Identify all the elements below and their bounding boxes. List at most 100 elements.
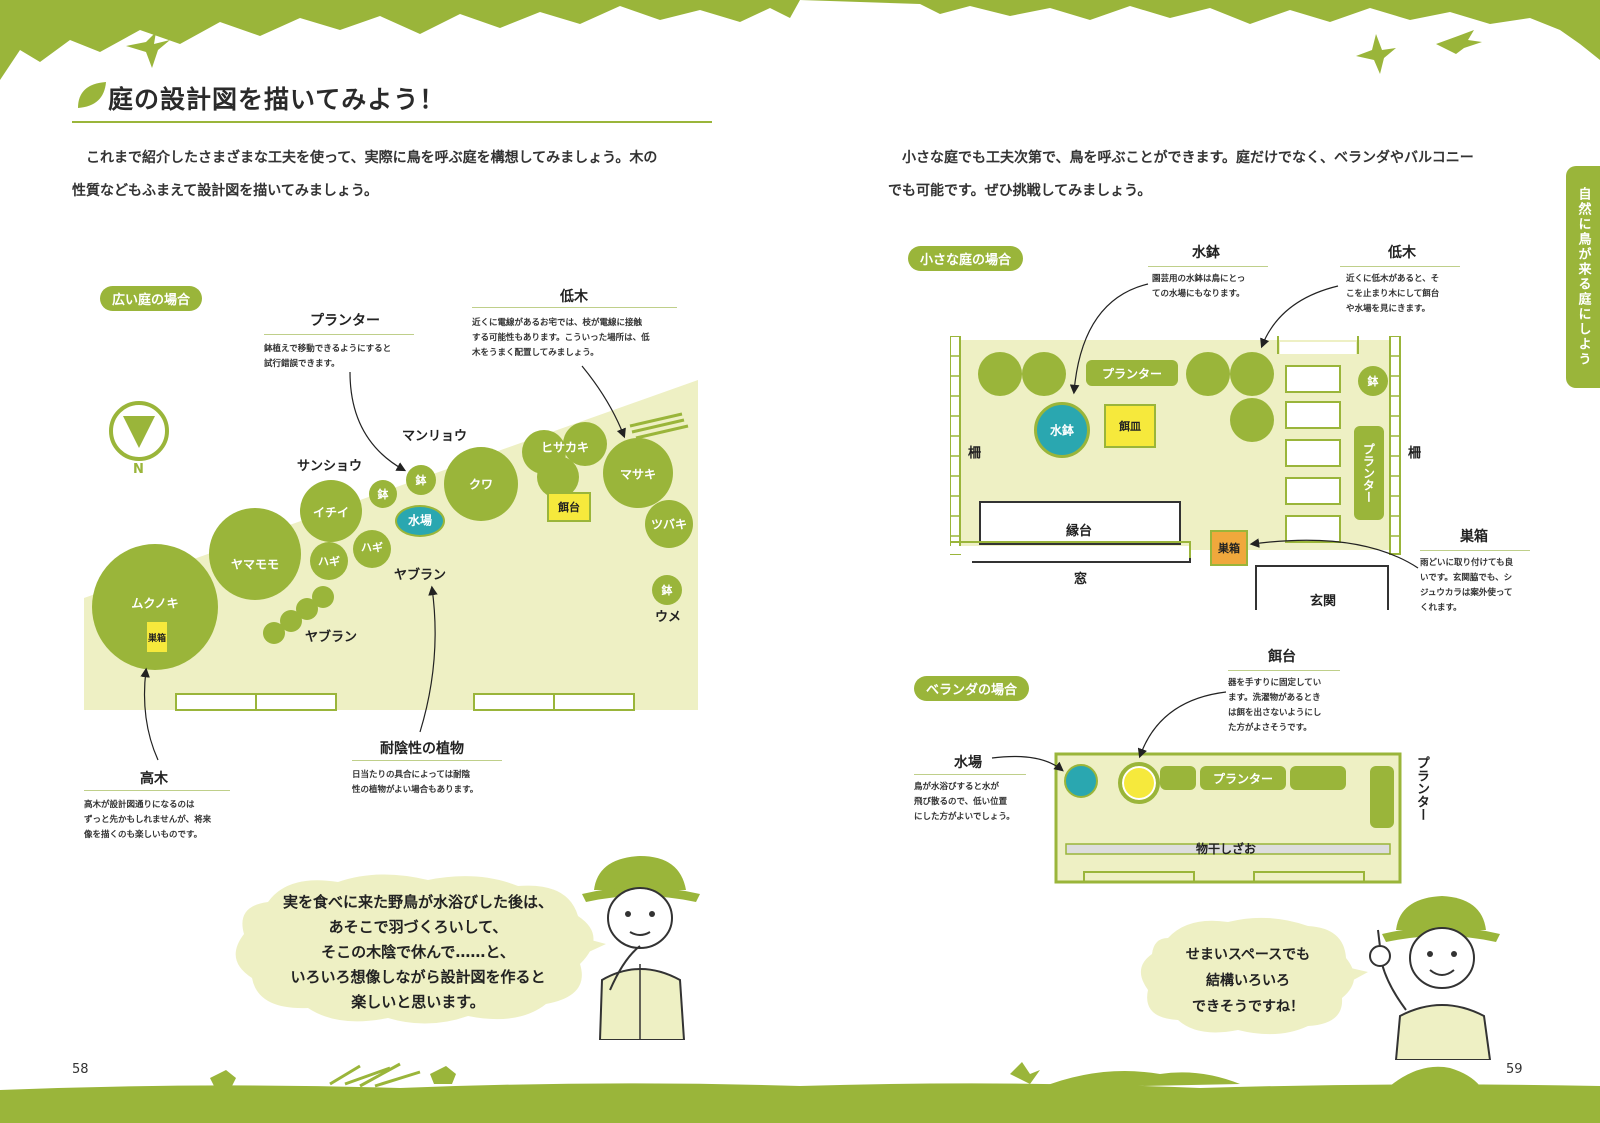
callout-taiinsei-note: 日当たりの具合によっては耐陰 性の植物がよい場合もあります。 bbox=[352, 768, 512, 798]
callout-subako-title: 巣箱 bbox=[1460, 529, 1488, 545]
label-fence-left: 柵 bbox=[968, 446, 982, 461]
tree-kuwa bbox=[444, 447, 518, 521]
shrub bbox=[1022, 352, 1066, 396]
bottom-ground bbox=[0, 1062, 1600, 1123]
section-pill-small-garden: 小さな庭の場合 bbox=[908, 246, 1024, 271]
right-intro-line: 小さな庭でも工夫次第で、鳥を呼ぶことができます。庭だけでなく、ベランダやバルコニ… bbox=[902, 150, 1474, 166]
bubble-line: 楽しいと思います。 bbox=[351, 993, 485, 1011]
tree-mukunoki-label: ムクノキ bbox=[131, 596, 179, 611]
callout-rule bbox=[1148, 266, 1268, 267]
shrub-hagi-label: ハギ bbox=[361, 541, 383, 554]
yaburan-clump bbox=[263, 622, 285, 644]
feed-dish: 餌皿 bbox=[1104, 404, 1156, 448]
page-number-left: 58 bbox=[72, 1062, 89, 1077]
callout-rule bbox=[264, 334, 414, 335]
tree-hisakaki-label: ヒサカキ bbox=[540, 440, 590, 455]
note-line: た方がよさそうです。 bbox=[1228, 723, 1312, 733]
callout-veranda-feeder-title: 餌台 bbox=[1268, 649, 1296, 665]
bubble-line: いろいろ想像しながら設計図を作ると bbox=[290, 968, 546, 986]
veranda-water-dish bbox=[1064, 764, 1098, 798]
callout-subako-note: 雨どいに取り付けても良 いです。玄関脇でも、シ ジュウカラは案外使って くれます… bbox=[1420, 556, 1550, 616]
bubble-line: そこの木陰で休んで……と、 bbox=[321, 943, 515, 961]
note-line: にした方がよいでしょう。 bbox=[914, 812, 1015, 822]
top-foliage bbox=[0, 0, 1600, 80]
left-intro-line: 性質などもふまえて設計図を描いてみましょう。 bbox=[72, 183, 379, 199]
callout-kouboku-note: 高木が設計図通りになるのは ずっと先かもしれませんが、将来 像を描くのも楽しいも… bbox=[84, 798, 244, 843]
page-title: 庭の設計図を描いてみよう！ bbox=[108, 85, 446, 114]
veranda-planter-horizontal: プランター bbox=[1200, 766, 1286, 790]
note-line: 試行錯誤できます。 bbox=[264, 359, 340, 369]
title-underline bbox=[72, 121, 712, 123]
label-yaburan: ヤブラン bbox=[305, 630, 358, 645]
note-line: 日当たりの具合によっては耐陰 bbox=[352, 770, 471, 780]
bird-icon bbox=[1356, 34, 1396, 74]
label-window: 窓 bbox=[1074, 572, 1088, 587]
veranda-planter-block bbox=[1290, 766, 1346, 790]
leaf-icon bbox=[78, 82, 106, 108]
note-line: 鳥が水浴びすると水が bbox=[914, 782, 1000, 792]
shrub-cluster bbox=[537, 456, 579, 498]
label-entrance: 玄関 bbox=[1310, 594, 1337, 609]
pot bbox=[369, 480, 397, 508]
callout-arrows-left bbox=[140, 365, 626, 761]
page-number-right: 59 bbox=[1506, 1062, 1523, 1077]
callout-planter-title: プランター bbox=[310, 313, 380, 329]
left-intro-line: これまで紹介したさまざまな工夫を使って、実際に鳥を呼ぶ庭を構想してみましょう。木… bbox=[86, 150, 658, 166]
note-line: は餌を出さないようにし bbox=[1228, 708, 1322, 718]
callout-planter-note: 鉢植えで移動できるようにすると 試行錯誤できます。 bbox=[264, 342, 424, 372]
note-line: 近くに低木があると、そ bbox=[1346, 274, 1440, 284]
callout-teiboku-right-note: 近くに低木があると、そ こを止まり木にして餌台 や水場を見にきます。 bbox=[1346, 272, 1476, 317]
note-line: 器を手すりに固定してい bbox=[1228, 678, 1322, 688]
callout-rule bbox=[1420, 550, 1530, 551]
note-line: ジュウカラは案外使って bbox=[1420, 588, 1513, 598]
note-line: ます。洗濯物があるとき bbox=[1228, 693, 1321, 703]
note-line: や水場を見にきます。 bbox=[1346, 304, 1431, 314]
callout-veranda-feeder-note: 器を手すりに固定してい ます。洗濯物があるとき は餌を出さないようにし た方がよ… bbox=[1228, 676, 1358, 736]
note-line: 木をうまく配置してみましょう。 bbox=[472, 348, 599, 358]
bubble-line: せまいスペースでも bbox=[1185, 947, 1311, 963]
shrub-hagi bbox=[310, 542, 348, 580]
callout-rule bbox=[84, 790, 230, 791]
right-intro-line: でも可能です。ぜひ挑戦してみましょう。 bbox=[888, 183, 1152, 199]
shrub bbox=[1186, 352, 1230, 396]
note-line: くれます。 bbox=[1420, 603, 1462, 613]
note-line: する可能性もあります。こういった場所は、低 bbox=[472, 333, 650, 343]
yaburan-clump bbox=[280, 610, 302, 632]
speech-bubble-right bbox=[1140, 917, 1368, 1035]
callout-mizubachi-note: 園芸用の水鉢は鳥にとっ ての水場にもなります。 bbox=[1152, 272, 1282, 302]
pot-label: 鉢 bbox=[377, 488, 389, 501]
tree-kuwa-label: クワ bbox=[468, 477, 494, 492]
note-line: ての水場にもなります。 bbox=[1152, 289, 1245, 299]
feeder: 餌台 bbox=[547, 492, 591, 522]
callout-veranda-water-note: 鳥が水浴びすると水が 飛び散るので、低い位置 にした方がよいでしょう。 bbox=[914, 780, 1044, 825]
label-veranda-planter-vertical: プランター bbox=[1414, 756, 1429, 821]
pot-label: 鉢 bbox=[415, 474, 427, 487]
shrub bbox=[1230, 352, 1274, 396]
bird-icon bbox=[126, 32, 170, 68]
note-line: 高木が設計図通りになるのは bbox=[84, 800, 195, 810]
veranda-planter-vertical-block bbox=[1370, 766, 1394, 828]
shrub bbox=[1230, 398, 1274, 442]
label-ume: ウメ bbox=[655, 610, 682, 625]
note-line: 園芸用の水鉢は鳥にとっ bbox=[1152, 274, 1246, 284]
compass-icon bbox=[109, 401, 169, 461]
pot-ume-label: 鉢 bbox=[661, 584, 673, 597]
compass-north-label: N bbox=[133, 462, 144, 477]
speech-bubble-right-text: せまいスペースでも 結構いろいろ できそうですね！ bbox=[1150, 942, 1346, 1020]
label-sanshou: サンショウ bbox=[297, 459, 363, 474]
callout-veranda-water-title: 水場 bbox=[954, 755, 982, 771]
note-line: こを止まり木にして餌台 bbox=[1346, 289, 1440, 299]
water-place-label: 水場 bbox=[407, 513, 433, 528]
note-line: 像を描くのも楽しいものです。 bbox=[84, 830, 203, 840]
tree-tsubaki-label: ツバキ bbox=[650, 517, 688, 532]
planter-vertical: プランター bbox=[1354, 426, 1384, 520]
bubble-line: できそうですね！ bbox=[1192, 999, 1304, 1015]
bubble-line: 実を食べに来た野鳥が水浴びした後は、 bbox=[282, 893, 553, 911]
tree-masaki bbox=[603, 438, 673, 508]
veranda-planter-block bbox=[1160, 766, 1196, 790]
note-line: 鉢植えで移動できるようにすると bbox=[264, 344, 392, 354]
callout-rule bbox=[1340, 266, 1460, 267]
bubble-line: 結構いろいろ bbox=[1206, 973, 1290, 989]
callout-rule bbox=[914, 774, 1026, 775]
section-pill-veranda: ベランダの場合 bbox=[914, 676, 1030, 701]
